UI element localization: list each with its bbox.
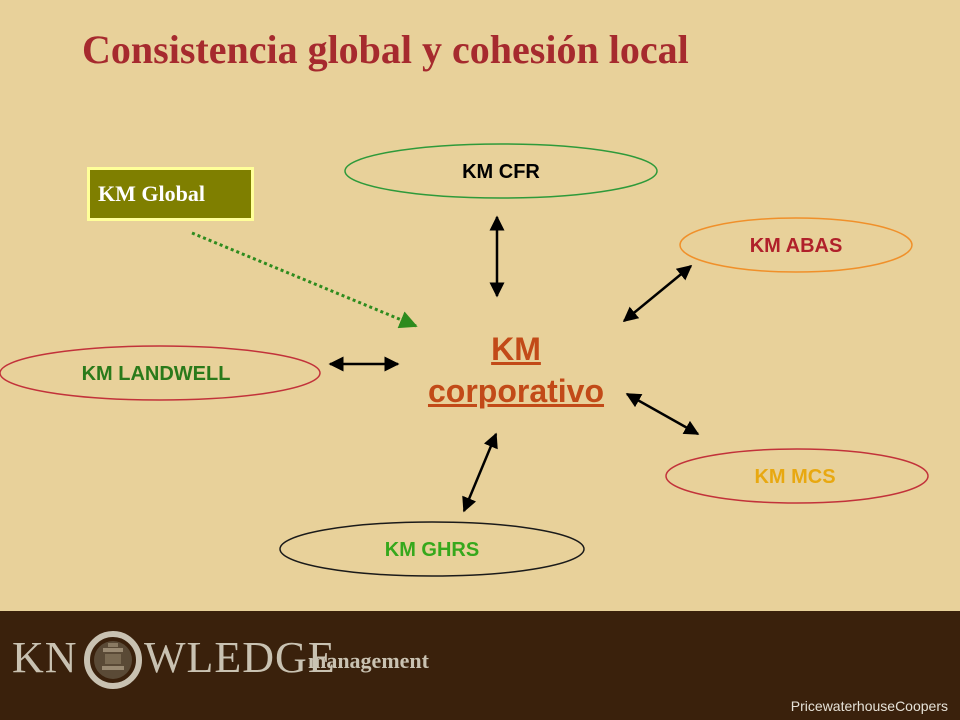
logo-text-management: management: [308, 648, 429, 673]
link-mcs-corporativo: [625, 392, 700, 436]
diagram: KM CFR KM ABAS KM LANDWELL KM MCS KM GHR…: [0, 143, 929, 577]
logo-text-wledge: WLEDGE: [144, 633, 336, 682]
node-km-mcs-outline: [665, 448, 929, 504]
node-km-abas-label: KM ABAS: [750, 235, 843, 257]
node-km-landwell-label: KM LANDWELL: [82, 363, 231, 385]
footer-bar: KN WLEDGE management PricewaterhouseCoop…: [0, 611, 960, 720]
node-km-ghrs-label: KM GHRS: [385, 539, 479, 561]
link-ghrs-corporativo: [462, 432, 498, 513]
logo-text-kn: KN: [12, 633, 78, 682]
node-km-abas: KM ABAS: [679, 217, 913, 273]
node-km-ghrs: KM GHRS: [279, 521, 585, 577]
link-abas-corporativo: [622, 265, 693, 322]
globe-seal-icon: [84, 631, 142, 689]
node-km-landwell-outline: [0, 345, 321, 401]
km-corporativo-link[interactable]: KM corporativo: [427, 331, 605, 409]
company-name: PricewaterhouseCoopers: [790, 698, 948, 714]
node-km-cfr-label: KM CFR: [462, 161, 540, 183]
link-global-corporativo: [191, 231, 418, 329]
node-km-landwell: KM LANDWELL: [0, 345, 321, 401]
node-km-abas-outline: [679, 217, 913, 273]
node-km-mcs-label: KM MCS: [754, 466, 835, 488]
node-km-mcs: KM MCS: [665, 448, 929, 504]
slide-title: Consistencia global y cohesión local: [82, 27, 689, 72]
node-km-cfr-outline: [344, 143, 658, 199]
node-km-cfr: KM CFR: [344, 143, 658, 199]
km-global-box: KM Global: [87, 167, 254, 221]
node-km-ghrs-outline: [279, 521, 585, 577]
